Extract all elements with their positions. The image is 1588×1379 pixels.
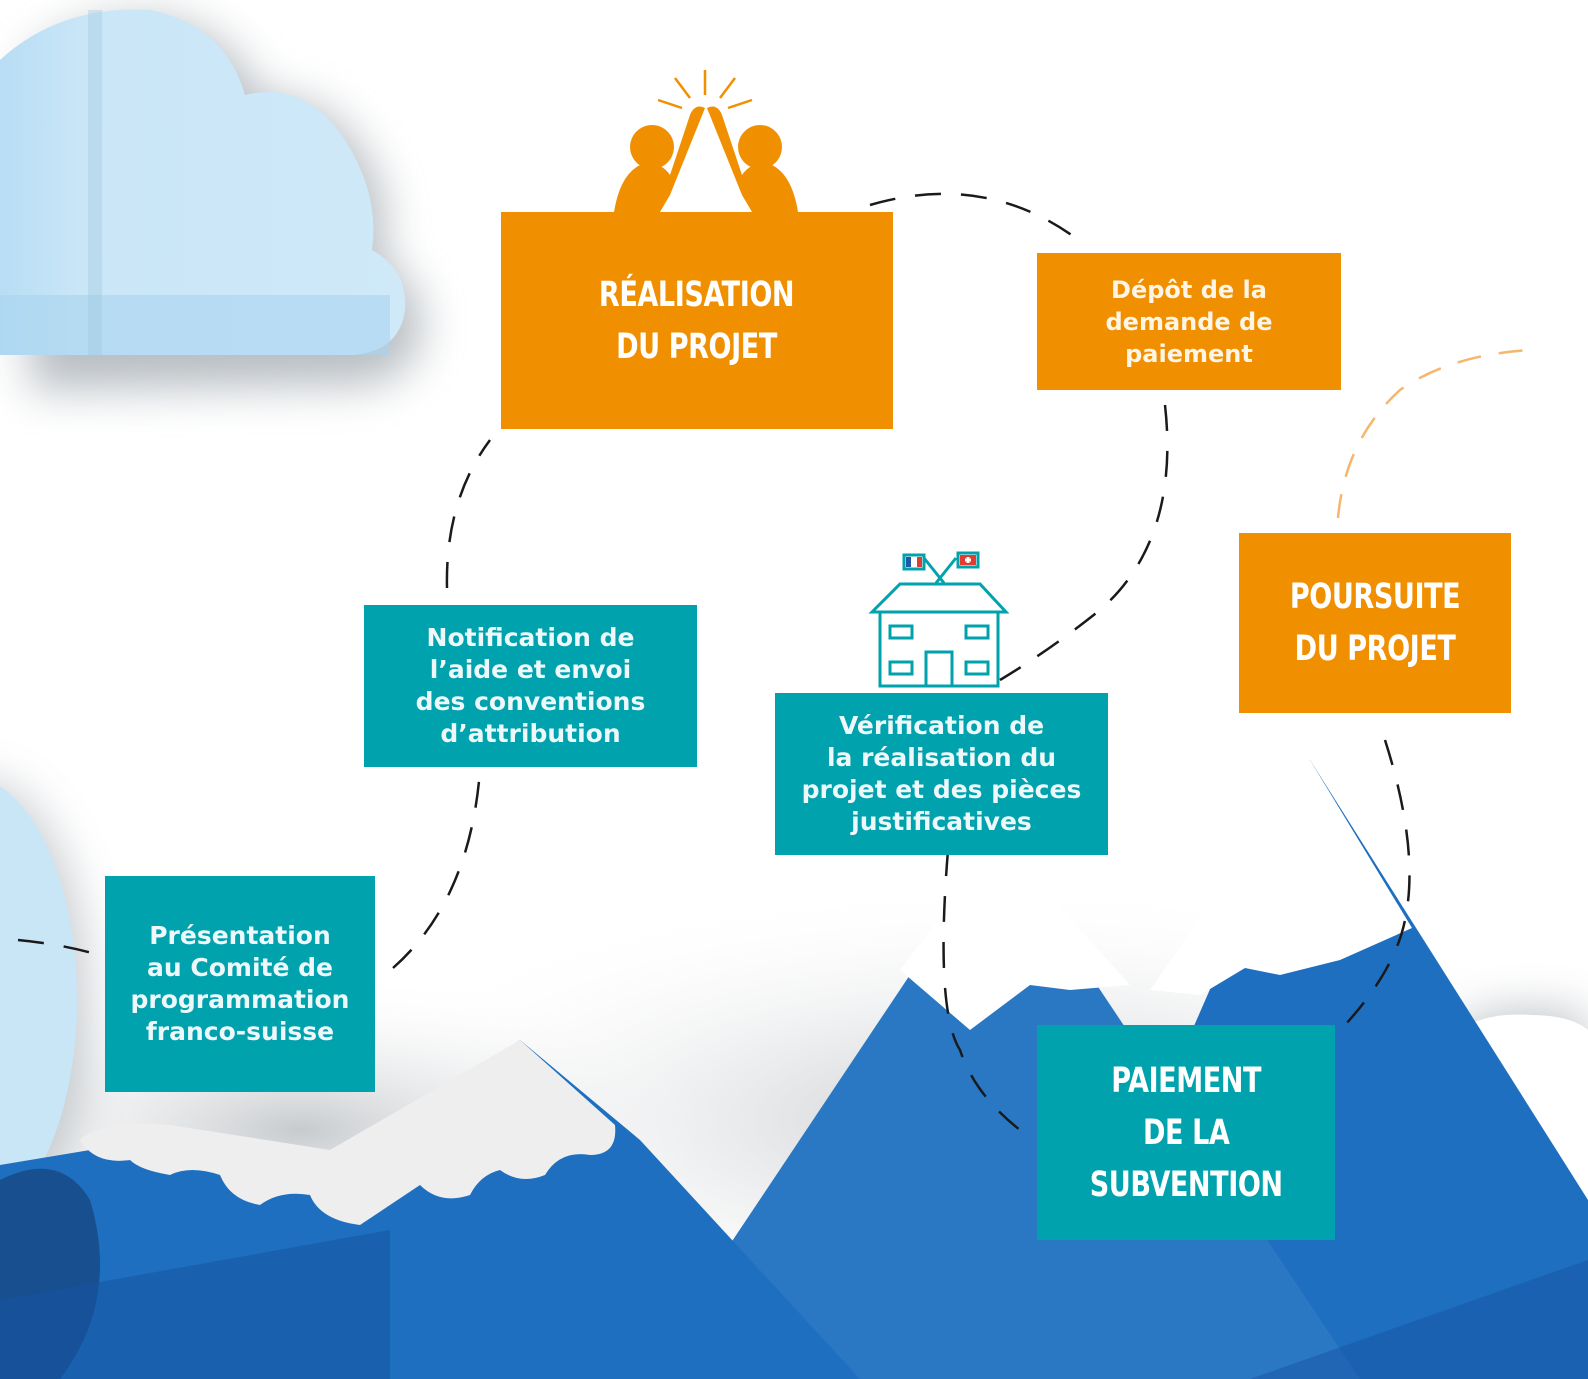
step-notification-label: Notification de l’aide et envoi des conv…: [415, 623, 646, 748]
step-presentation-label: Présentation au Comité de programmation …: [130, 921, 350, 1046]
cloud-top-left: [0, 9, 422, 390]
mountains: [0, 760, 1588, 1379]
high-five-icon: [614, 70, 798, 212]
step-poursuite: POURSUITE DU PROJET: [1239, 533, 1511, 713]
step-realisation-label: RÉALISATION DU PROJET: [599, 274, 795, 367]
step-notification: Notification de l’aide et envoi des conv…: [364, 605, 697, 767]
dashed-path: [17, 192, 1411, 1131]
step-poursuite-label: POURSUITE DU PROJET: [1289, 577, 1461, 669]
building-with-flags-icon: [868, 551, 1010, 688]
flags: [906, 555, 976, 567]
step-paiement: PAIEMENT DE LA SUBVENTION: [1037, 1025, 1335, 1240]
step-verification-label: Vérification de la réalisation du projet…: [801, 711, 1082, 836]
step-presentation: Présentation au Comité de programmation …: [105, 876, 375, 1092]
cloud-left: [0, 783, 90, 1237]
step-paiement-label: PAIEMENT DE LA SUBVENTION: [1089, 1060, 1283, 1205]
dashed-path-orange: [1336, 348, 1531, 519]
step-depot-label: Dépôt de la demande de paiement: [1105, 275, 1273, 368]
step-realisation: RÉALISATION DU PROJET: [501, 212, 893, 429]
step-depot: Dépôt de la demande de paiement: [1037, 253, 1341, 390]
step-verification: Vérification de la réalisation du projet…: [775, 693, 1108, 855]
